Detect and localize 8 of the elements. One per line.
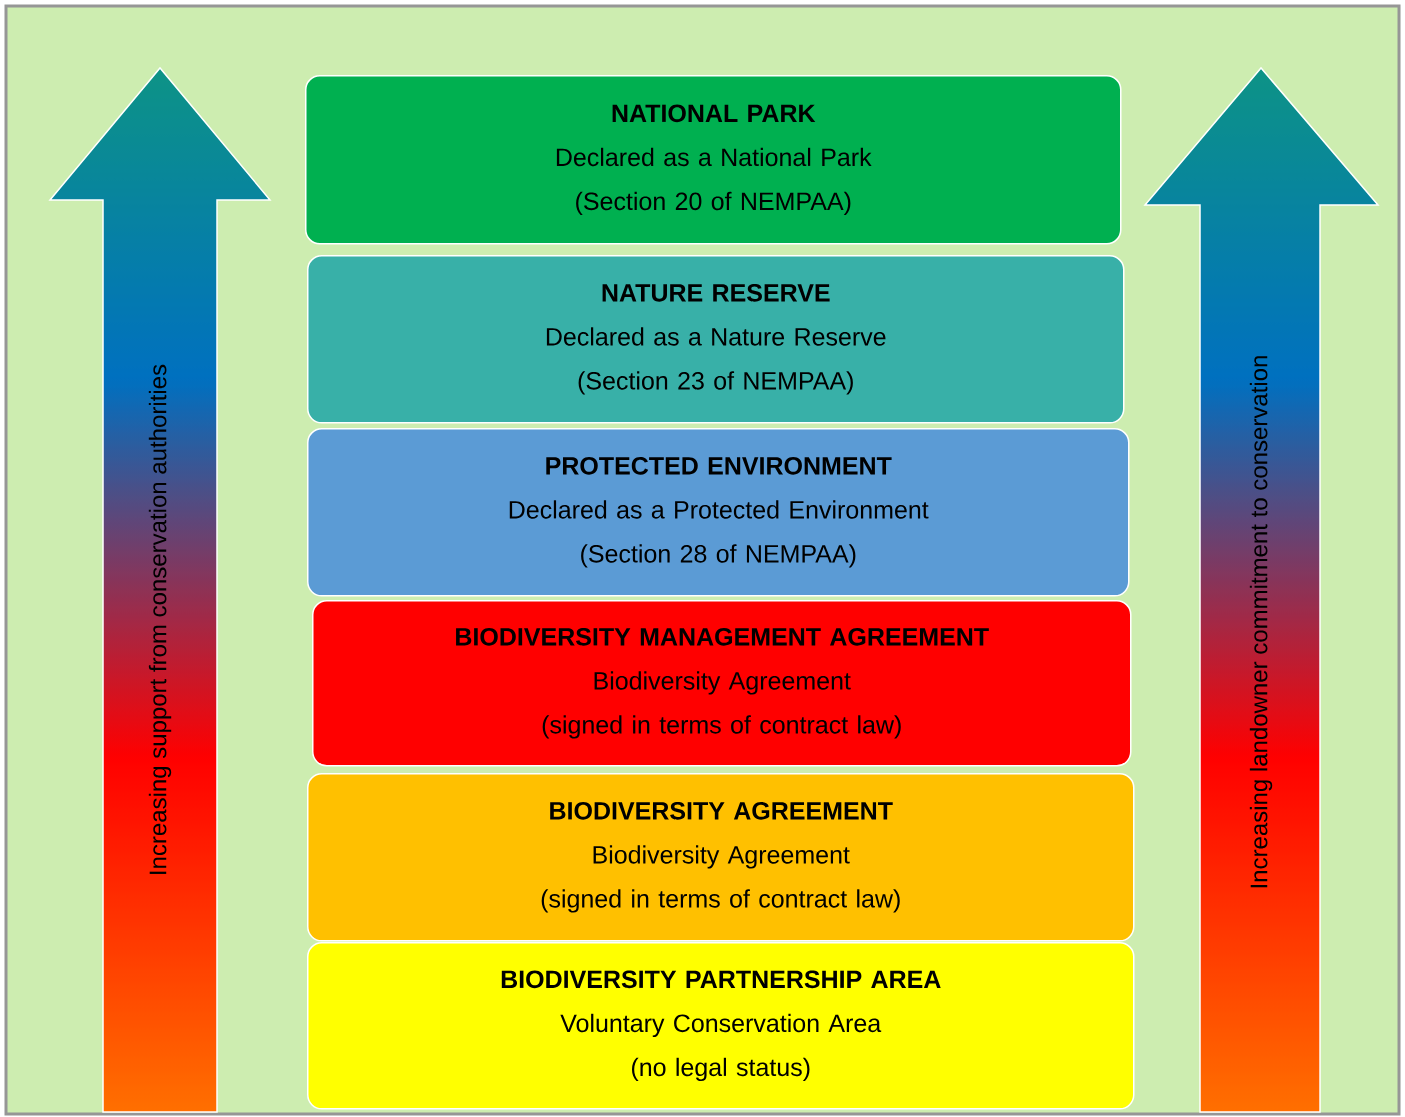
level-box: NATURE RESERVE Declared as a Nature Reserve (Section 23 of NEMPAA) [307, 255, 1125, 424]
level-box: BIODIVERSITY AGREEMENT Biodiversity Agreement (signed in terms of contract law) [307, 773, 1135, 942]
arrow-label: Increasing landowner commitment to conservation [1249, 356, 1273, 888]
level-box: PROTECTED ENVIRONMENT Declared as a Protected Environment (Section 28 of NEMPAA) [307, 428, 1130, 597]
level-box: NATIONAL PARK Declared as a National Park (Section 20 of NEMPAA) [305, 75, 1122, 245]
level-box: BIODIVERSITY MANAGEMENT AGREEMENT Biodiversity Agreement (signed in terms of contract law) [312, 600, 1132, 767]
arrow-label: Increasing support from conservation authorities [148, 364, 172, 874]
level-box: BIODIVERSITY PARTNERSHIP AREA Voluntary Conservation Area (no legal status) [307, 942, 1135, 1110]
